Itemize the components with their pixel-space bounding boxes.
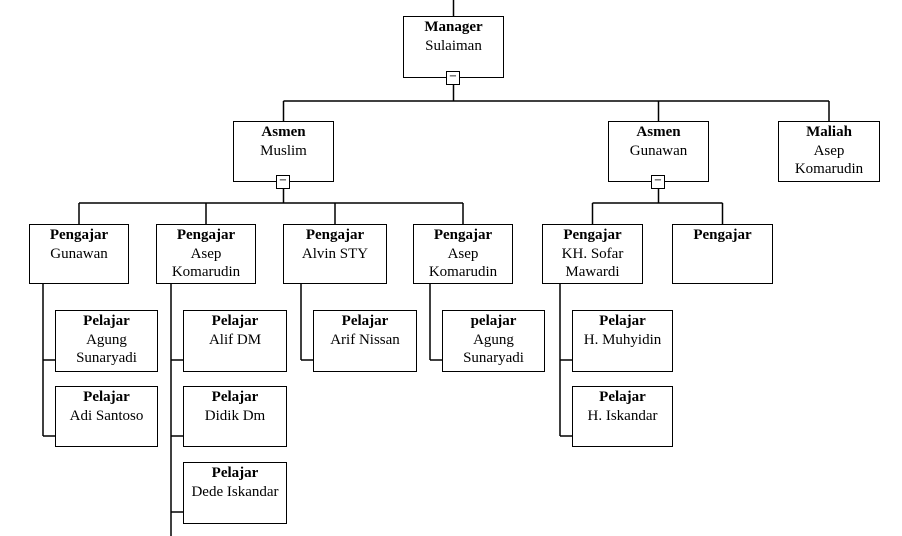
- node-title: Pelajar: [599, 389, 646, 405]
- node-name: H. Muhyidin: [583, 331, 662, 348]
- node-name: Agung Sunaryadi: [76, 331, 137, 367]
- node-name: Muslim: [260, 142, 307, 159]
- org-node-asmen-gunawan[interactable]: Asmen Gunawan: [608, 121, 709, 182]
- node-name: Agung Sunaryadi: [463, 331, 524, 367]
- node-name: Didik Dm: [204, 407, 266, 424]
- node-title: Maliah: [806, 124, 852, 140]
- org-node-pengajar-alvin-sty[interactable]: Pengajar Alvin STY: [283, 224, 387, 284]
- org-node-manager[interactable]: Manager Sulaiman: [403, 16, 504, 78]
- node-name: Asep Komarudin: [794, 142, 864, 178]
- node-name: Gunawan: [629, 142, 688, 159]
- node-title: Pelajar: [83, 313, 130, 329]
- collapse-toggle-asmen-muslim[interactable]: −: [276, 175, 290, 189]
- node-title: Pelajar: [211, 465, 259, 481]
- node-title: Pengajar: [176, 227, 236, 243]
- node-title: Pelajar: [83, 389, 130, 405]
- node-title: Pengajar: [693, 227, 752, 243]
- node-name: Gunawan: [50, 245, 108, 262]
- org-node-pelajar-adi-santoso[interactable]: Pelajar Adi Santoso: [55, 386, 158, 447]
- node-title: Asmen: [261, 124, 306, 140]
- collapse-toggle-asmen-gunawan[interactable]: −: [651, 175, 665, 189]
- org-node-pelajar-arif-nissan[interactable]: Pelajar Arif Nissan: [313, 310, 417, 372]
- connector-lines-path: [42, 0, 830, 536]
- node-name: Alif DM: [208, 331, 262, 348]
- node-name: Adi Santoso: [69, 407, 144, 424]
- node-name: KH. Sofar Mawardi: [561, 245, 624, 281]
- org-node-pelajar-agung-sunaryadi-1[interactable]: Pelajar Agung Sunaryadi: [55, 310, 158, 372]
- org-node-pelajar-dede-iskandar[interactable]: Pelajar Dede Iskandar: [183, 462, 287, 524]
- node-title: Pengajar: [563, 227, 622, 243]
- node-title: Pelajar: [211, 389, 259, 405]
- org-node-pengajar-asep-komarudin-1[interactable]: Pengajar Asep Komarudin: [156, 224, 256, 284]
- org-node-pelajar-h-muhyidin[interactable]: Pelajar H. Muhyidin: [572, 310, 673, 372]
- node-title: Pelajar: [599, 313, 646, 329]
- org-node-maliah-asep-komarudin[interactable]: Maliah Asep Komarudin: [778, 121, 880, 182]
- org-node-pengajar-gunawan[interactable]: Pengajar Gunawan: [29, 224, 129, 284]
- org-node-pelajar-alif-dm[interactable]: Pelajar Alif DM: [183, 310, 287, 372]
- org-node-pengajar-asep-komarudin-2[interactable]: Pengajar Asep Komarudin: [413, 224, 513, 284]
- node-title: Pelajar: [341, 313, 389, 329]
- node-title: Pelajar: [211, 313, 259, 329]
- node-name: H. Iskandar: [587, 407, 658, 424]
- node-title: Manager: [424, 19, 483, 35]
- node-name: Asep Komarudin: [171, 245, 241, 281]
- org-node-pelajar-h-iskandar[interactable]: Pelajar H. Iskandar: [572, 386, 673, 447]
- node-name: Alvin STY: [301, 245, 369, 262]
- node-title: Pengajar: [433, 227, 493, 243]
- org-node-pelajar-didik-dm[interactable]: Pelajar Didik Dm: [183, 386, 287, 447]
- org-node-pengajar-unnamed[interactable]: Pengajar: [672, 224, 773, 284]
- org-node-pelajar-agung-sunaryadi-2[interactable]: pelajar Agung Sunaryadi: [442, 310, 545, 372]
- node-name: Dede Iskandar: [191, 483, 279, 500]
- node-title: Asmen: [636, 124, 681, 140]
- org-node-pengajar-kh-sofar-mawardi[interactable]: Pengajar KH. Sofar Mawardi: [542, 224, 643, 284]
- node-name: Sulaiman: [425, 37, 482, 54]
- org-node-asmen-muslim[interactable]: Asmen Muslim: [233, 121, 334, 182]
- node-title: pelajar: [470, 313, 517, 329]
- node-name: Asep Komarudin: [428, 245, 498, 281]
- node-title: Pengajar: [49, 227, 109, 243]
- collapse-toggle-manager[interactable]: −: [446, 71, 460, 85]
- node-name: Arif Nissan: [330, 331, 400, 348]
- node-title: Pengajar: [305, 227, 365, 243]
